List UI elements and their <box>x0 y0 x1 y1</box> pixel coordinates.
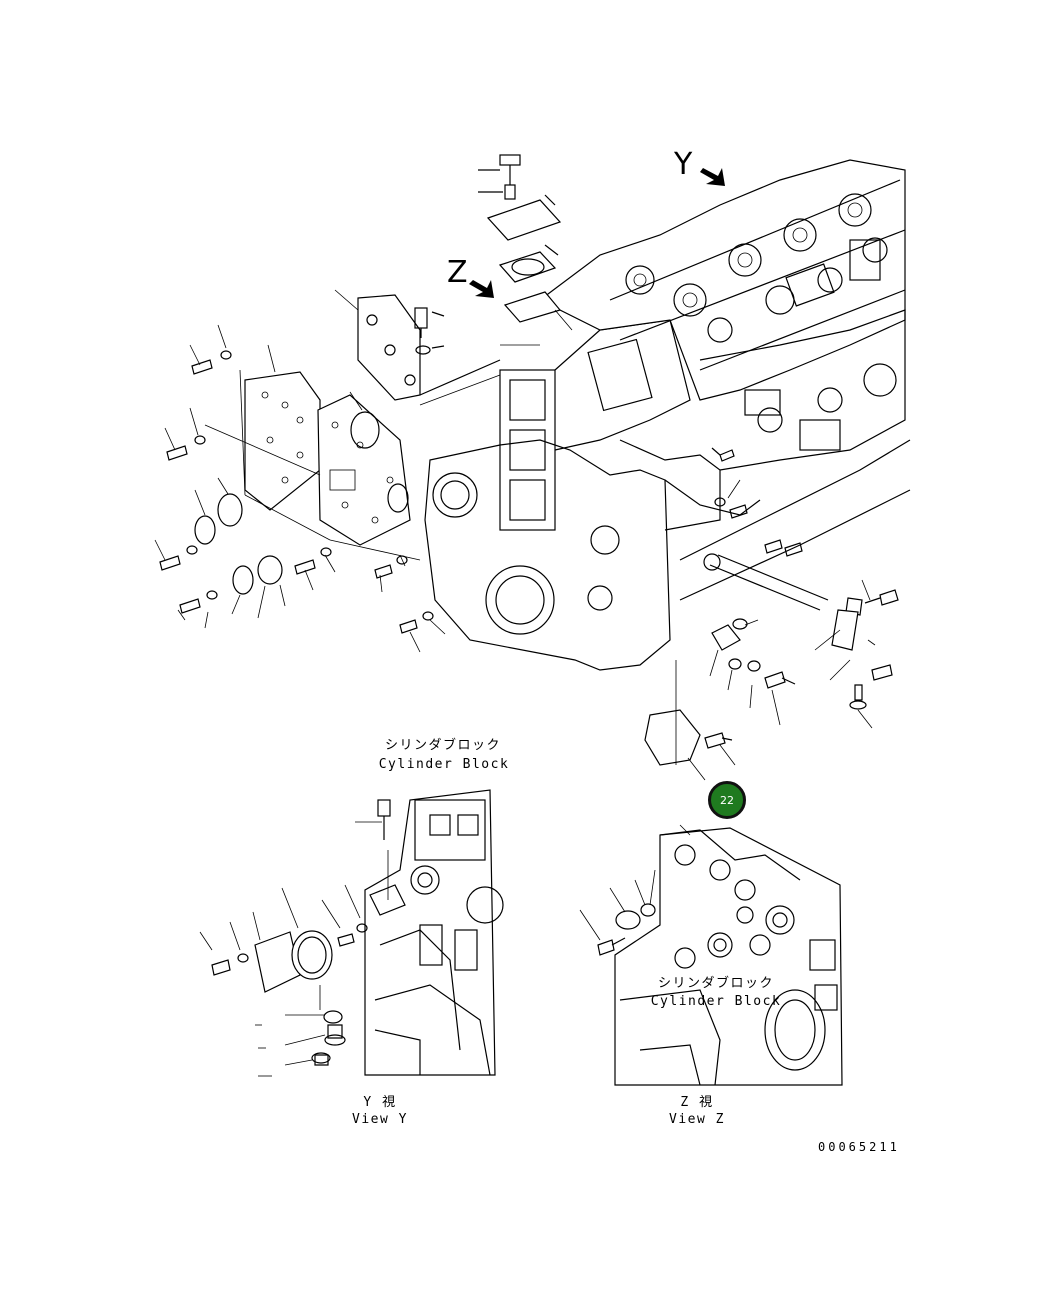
detail-view-y <box>199 789 504 1077</box>
detail-y-caption-en: View Y <box>352 1112 408 1127</box>
detail-view-z <box>579 824 843 1086</box>
detail-y-caption-jp: Y 視 <box>363 1095 397 1110</box>
detail-y-block-label-en: Cylinder Block <box>378 757 510 772</box>
engine-assembly <box>424 159 911 671</box>
detail-z-caption-jp: Z 視 <box>680 1095 714 1110</box>
exploded-parts <box>154 154 899 781</box>
view-arrow-y-icon <box>700 168 725 186</box>
detail-z-block-label-en: Cylinder Block <box>650 994 782 1009</box>
drawing-number: 00065211 <box>818 1140 900 1154</box>
view-arrow-z-label: Z <box>447 255 468 290</box>
view-arrow-z-icon <box>469 280 494 298</box>
view-arrow-y-label: Y <box>674 147 693 182</box>
detail-y-block-label-jp: シリンダブロック <box>384 738 502 753</box>
part-callout-22[interactable]: 22 <box>708 781 746 819</box>
detail-z-block-label-jp: シリンダブロック <box>657 976 775 991</box>
detail-z-caption-en: View Z <box>669 1112 725 1127</box>
